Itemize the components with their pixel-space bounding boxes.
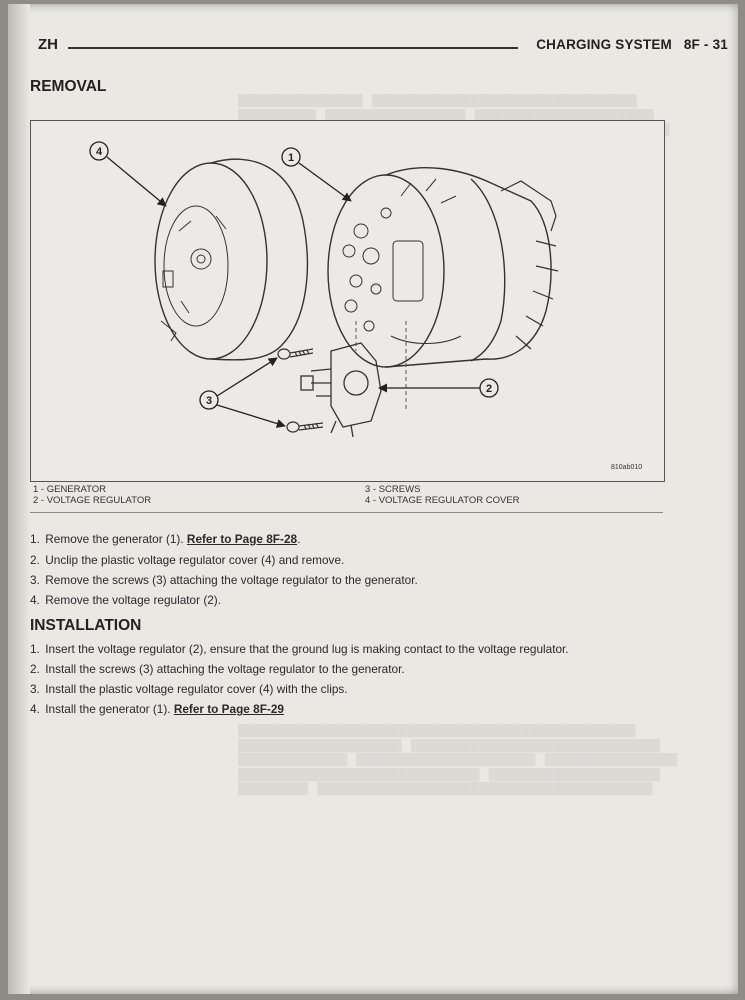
page-header: ZH CHARGING SYSTEM 8F - 31 (38, 34, 728, 56)
section-code: ZH (38, 36, 58, 53)
caption-screws: 3 - SCREWS (365, 484, 421, 495)
installation-step: 1. Insert the voltage regulator (2), ens… (30, 642, 569, 656)
header-rule (68, 47, 518, 49)
voltage-regulator-cover-drawing (154, 158, 308, 361)
svg-text:1: 1 (288, 152, 294, 164)
assembly-guide-lines (355, 321, 407, 411)
svg-text:2: 2 (486, 383, 492, 395)
generator-drawing (327, 166, 559, 368)
manual-page: ████████████████ ███████████████████████… (8, 4, 738, 994)
screws-drawing (277, 348, 324, 433)
removal-step: 4. Remove the voltage regulator (2). (30, 593, 222, 607)
generator-regulator-illustration: 4 1 2 3 810ab010 (89, 141, 642, 471)
callout-1: 1 (281, 147, 301, 167)
callout-2: 2 (479, 378, 499, 398)
svg-text:3: 3 (206, 395, 212, 407)
removal-step: 3. Remove the screws (3) attaching the v… (30, 573, 418, 587)
bleed-through-texture: ████████████████████████████████████████… (238, 725, 678, 795)
exploded-view-figure: 4 1 2 3 810ab010 (30, 120, 665, 482)
caption-generator: 1 - GENERATOR (33, 484, 107, 495)
installation-step: 4. Install the generator (1). Refer to P… (30, 702, 284, 716)
installation-step: 2. Install the screws (3) attaching the … (30, 662, 405, 676)
installation-heading: INSTALLATION (30, 617, 142, 634)
removal-step: 2. Unclip the plastic voltage regulator … (30, 553, 345, 567)
page-title: CHARGING SYSTEM 8F - 31 (536, 37, 728, 52)
page-reference-link[interactable]: Refer to Page 8F-29 (173, 702, 284, 716)
installation-step: 3. Install the plastic voltage regulator… (30, 682, 348, 696)
removal-heading: REMOVAL (30, 78, 107, 95)
caption-regulator-cover: 4 - VOLTAGE REGULATOR COVER (365, 495, 520, 506)
caption-voltage-regulator: 2 - VOLTAGE REGULATOR (33, 495, 152, 506)
page-reference-link[interactable]: Refer to Page 8F-28 (186, 532, 298, 546)
callout-3: 3 (199, 390, 219, 410)
page-binding-shadow (8, 4, 30, 994)
voltage-regulator-drawing (300, 342, 382, 438)
caption-divider (30, 512, 663, 513)
callout-4: 4 (89, 141, 109, 161)
removal-step: 1. Remove the generator (1). Refer to Pa… (30, 532, 301, 546)
svg-text:4: 4 (96, 146, 103, 158)
figure-code: 810ab010 (611, 464, 642, 471)
